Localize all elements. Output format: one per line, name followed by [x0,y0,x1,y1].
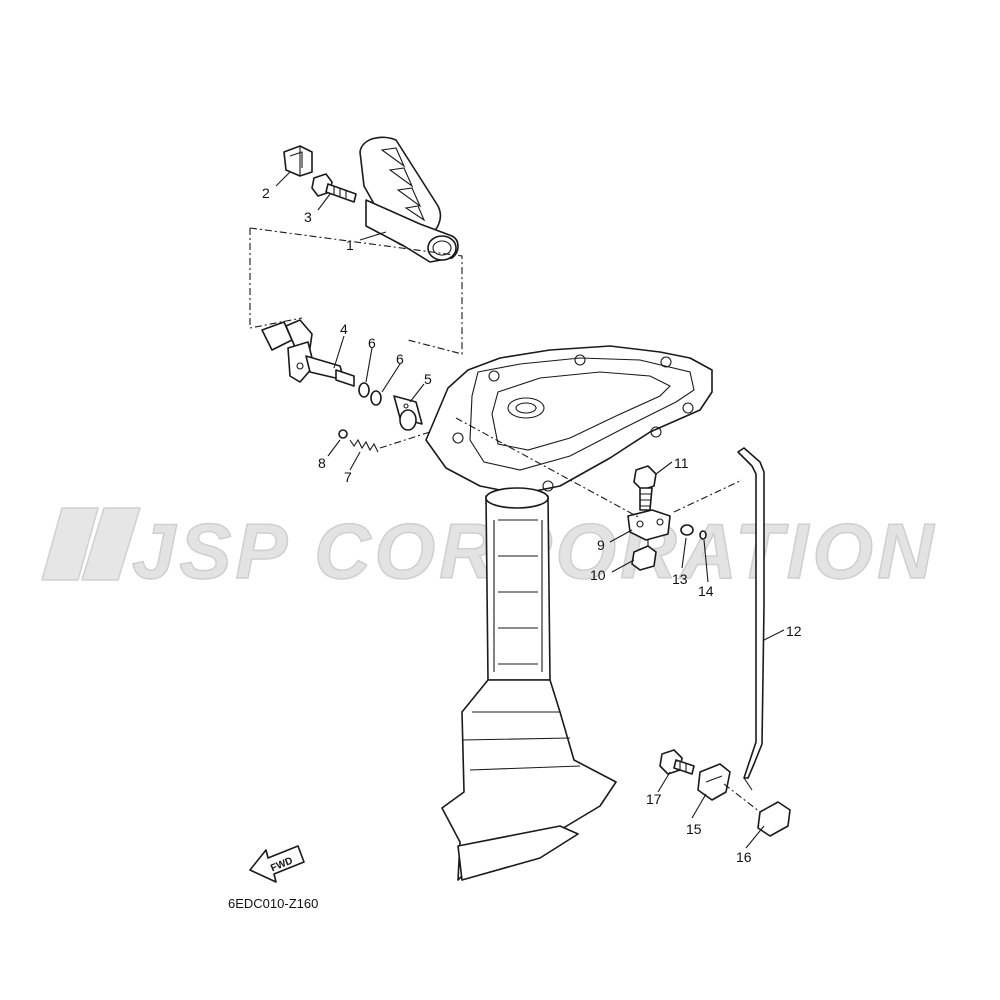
callout-8: 8 [318,455,326,471]
leader-lines [275,171,785,849]
part-14-ring [699,530,707,540]
part-12-rod [737,447,765,791]
callout-11: 11 [674,455,689,471]
part-11-bolt [633,465,657,511]
alignment-box [249,227,463,355]
callout-9: 9 [597,537,605,553]
callout-labels: 2 3 1 4 6 6 5 8 7 9 10 11 12 13 14 15 16… [262,185,802,865]
lower-casing [425,345,713,881]
part-5-sleeve [393,395,423,431]
part-9-bracket [627,509,671,541]
diagram-code: 6EDC010-Z160 [228,896,318,911]
callout-17: 17 [646,791,662,807]
callout-5: 5 [424,371,432,387]
callout-7: 7 [344,469,352,485]
part-6-oring-a [358,382,370,398]
part-4-shaft [261,319,355,387]
cable-guide-line [455,417,743,550]
callout-1: 1 [346,237,354,253]
watermark-logo-mark [41,507,142,581]
callout-6b: 6 [396,351,404,367]
callout-13: 13 [672,571,688,587]
part-2-clip [283,145,313,177]
callout-6a: 6 [368,335,376,351]
part-3-bolt [311,173,357,203]
fwd-arrow-icon [249,845,305,883]
lower-guide-line [723,783,761,813]
part-17-bolt [659,749,695,775]
part-15-clamp [697,763,731,801]
part-7-spring [349,438,379,453]
callout-4: 4 [340,321,348,337]
callout-2: 2 [262,185,270,201]
part-1-handle [359,136,459,263]
callout-3: 3 [304,209,312,225]
fwd-direction-arrow: FWD [249,845,305,883]
callout-12: 12 [786,623,802,639]
callout-14: 14 [698,583,714,599]
spring-axis-line [379,431,431,449]
part-8-ball [338,429,348,439]
callout-15: 15 [686,821,702,837]
part-6-oring-b [370,390,382,406]
callout-16: 16 [736,849,752,865]
callout-10: 10 [590,567,606,583]
part-13-washer [680,524,694,536]
part-16-block [757,801,791,837]
